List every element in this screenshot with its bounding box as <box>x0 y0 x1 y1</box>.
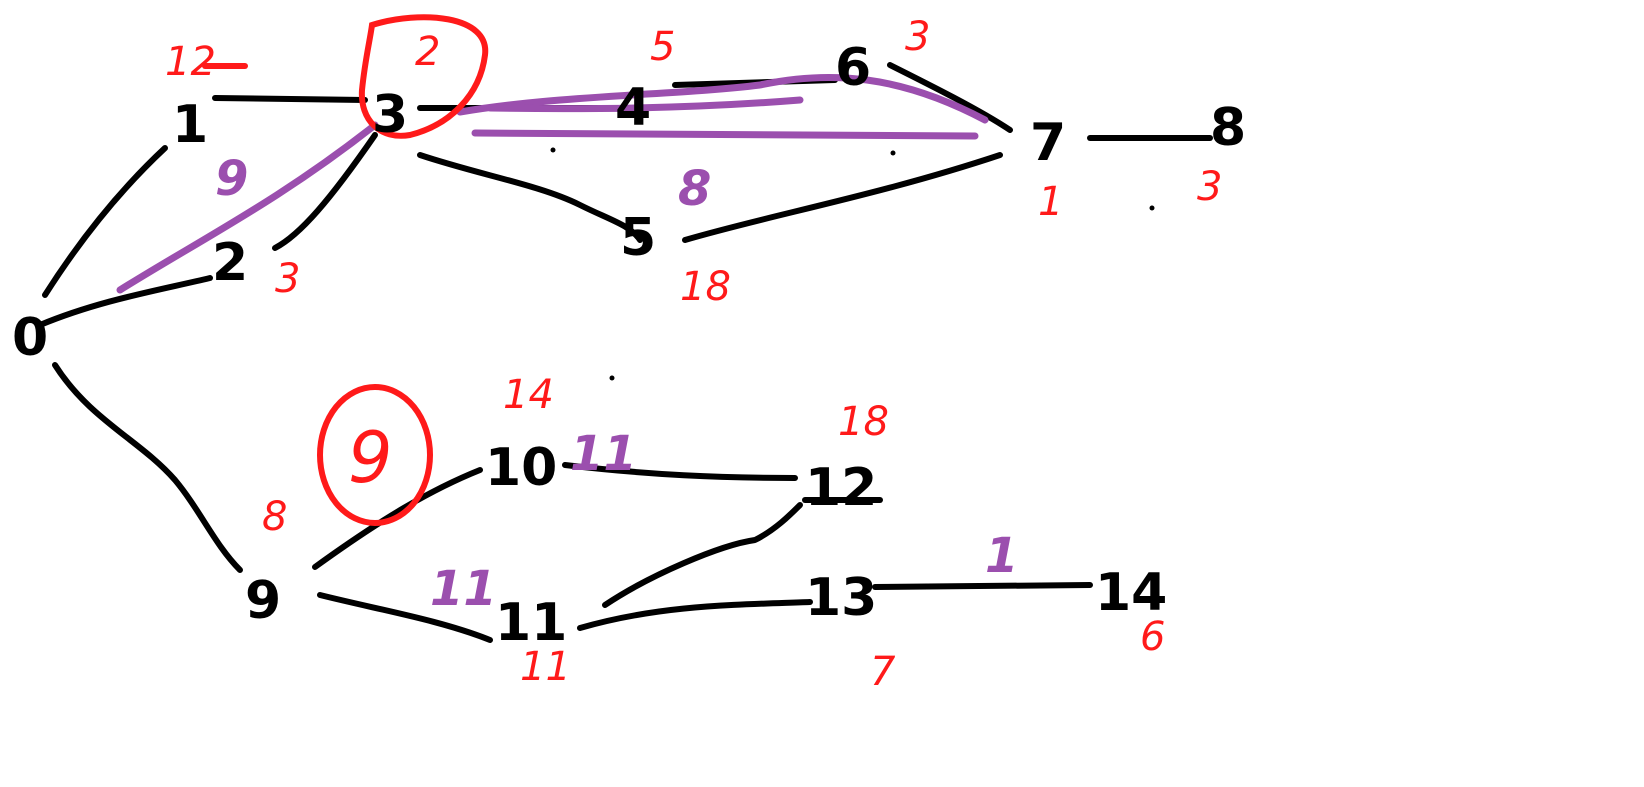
edges <box>37 62 1213 643</box>
node-12: 12 <box>805 458 877 518</box>
red-label-node-11: 11 <box>520 644 571 690</box>
red-label-node-14: 6 <box>1140 614 1165 660</box>
red-label-node-7: 1 <box>1038 179 1063 225</box>
dot <box>609 375 615 381</box>
red-label-node-12: 18 <box>838 399 889 445</box>
purple-label-edge-9-11: 11 <box>430 561 497 617</box>
node-6: 6 <box>835 38 871 98</box>
node-0: 0 <box>12 308 48 368</box>
edge-11-12 <box>602 502 803 608</box>
purple-path-3-7-mid <box>486 96 804 113</box>
node-7: 7 <box>1030 113 1066 173</box>
dot <box>1149 205 1155 211</box>
edge-3-5 <box>417 152 643 243</box>
red-label-node-2: 3 <box>275 256 300 302</box>
node-9: 9 <box>245 571 281 631</box>
edge-0-9 <box>52 362 243 573</box>
red-label-node-5: 18 <box>680 264 731 310</box>
node-labels: 0 1 2 3 4 5 6 7 8 9 10 11 12 13 14 <box>12 38 1246 653</box>
edge-11-13 <box>577 599 813 631</box>
stray-dots <box>550 147 1155 381</box>
edge-6-7 <box>887 62 1013 133</box>
purple-label-edge-10-12: 11 <box>570 426 637 482</box>
purple-label-edge-5: 8 <box>678 161 711 217</box>
edge-10-12 <box>562 462 798 481</box>
purple-label-edge-0-3: 9 <box>215 151 248 207</box>
purple-label-edge-13-14: 1 <box>985 528 1018 584</box>
node-1: 1 <box>172 95 208 155</box>
red-label-circled-9: 9 <box>348 417 393 499</box>
edge-0-2 <box>37 275 213 328</box>
red-label-node-3: 2 <box>415 29 440 75</box>
dot <box>550 147 556 153</box>
dot <box>890 150 896 156</box>
red-label-node-8: 3 <box>1197 164 1222 210</box>
red-label-node-9: 8 <box>262 494 287 540</box>
edge-13-14 <box>872 582 1093 590</box>
red-circle-9 <box>317 384 433 526</box>
node-10: 10 <box>485 438 557 498</box>
node-11: 11 <box>495 593 567 653</box>
red-label-node-1: 12 <box>165 39 216 85</box>
node-13: 13 <box>805 568 877 628</box>
purple-highlights <box>116 73 989 294</box>
purple-path-3-7-bottom <box>471 129 979 140</box>
node-3: 3 <box>372 85 408 145</box>
purple-weight-labels: 9 8 11 11 1 <box>215 151 1018 617</box>
edge-1-3 <box>212 95 368 103</box>
edge-9-10 <box>312 467 483 570</box>
purple-path-0-3 <box>116 121 379 294</box>
edge-2-3 <box>272 132 378 251</box>
edge-9-11 <box>317 592 493 643</box>
red-circle-node-3 <box>358 14 489 139</box>
red-label-node-6: 3 <box>905 14 930 60</box>
node-2: 2 <box>212 233 248 293</box>
red-label-node-10: 14 <box>503 372 554 418</box>
red-value-labels: 12 3 2 5 18 3 1 3 8 14 11 18 7 6 9 <box>165 14 1222 695</box>
node-4: 4 <box>615 78 651 138</box>
edge-0-1 <box>42 145 168 298</box>
edge-5-7 <box>682 152 1003 243</box>
red-label-node-4: 5 <box>650 24 675 70</box>
red-annotations <box>202 14 489 526</box>
node-8: 8 <box>1210 98 1246 158</box>
node-14: 14 <box>1095 563 1167 623</box>
purple-path-3-7-top <box>456 73 989 124</box>
red-label-node-13: 7 <box>870 649 896 695</box>
node-5: 5 <box>620 208 656 268</box>
